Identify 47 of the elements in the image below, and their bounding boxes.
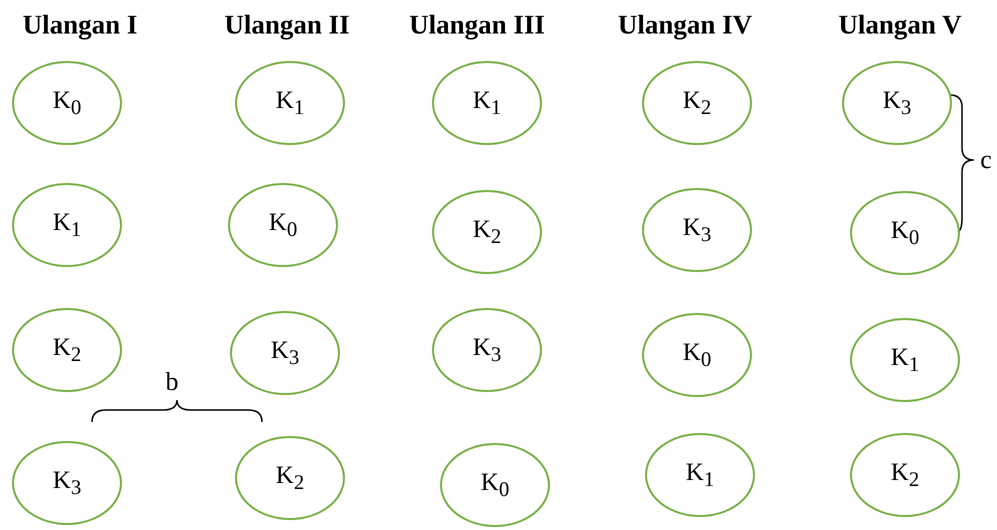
column-heading: Ulangan II [224,10,350,40]
plot-circle [850,191,960,275]
plot-circle [432,308,542,392]
treatment-label: K$_{1}$ [890,344,920,376]
treatment-label: K$_{0}$ [890,216,920,250]
treatment-label: K$_{2}$ [682,86,712,120]
plot-circle [228,183,338,267]
plot-circle [642,188,752,272]
plot-circle [645,433,755,517]
column-heading: Ulangan IV [618,10,752,40]
bracket-label: b [166,367,178,397]
treatment-label: K$_{0}$ [480,468,510,502]
treatment-label: K$_{1}$ [686,458,714,492]
treatment-label: K$_{1}$ [472,86,502,120]
treatment-label: K$_{3}$ [472,334,502,366]
treatment-label: K$_{0}$ [52,86,82,120]
treatment-label: K$_{1}$ [276,86,304,120]
plot-circle [432,190,542,274]
plot-circle [12,61,122,145]
column-heading: Ulangan V [838,10,962,40]
treatment-label: K$_{3}$ [270,336,300,370]
treatment-label: K$_{3}$ [52,466,82,500]
plot-circle [12,183,122,267]
treatment-label: K$_{2}$ [472,216,502,248]
treatment-label: K$_{3}$ [682,214,712,246]
column-heading: Ulangan III [409,10,545,40]
plot-circle [235,61,345,145]
plot-circle [12,308,122,392]
plot-circle [235,436,345,520]
plot-circle [642,61,752,145]
treatment-label: K$_{2}$ [276,462,304,494]
plot-circle [12,441,122,525]
treatment-label: K$_{1}$ [52,208,82,242]
treatment-label: K$_{0}$ [268,208,298,242]
plot-circle [842,61,952,145]
column-heading: Ulangan I [22,10,138,40]
treatment-label: K$_{0}$ [682,338,712,372]
plot-circle [850,318,960,402]
treatment-label: K$_{2}$ [890,458,920,492]
plot-circle [850,433,960,517]
treatment-label: K$_{3}$ [882,86,912,120]
plot-circle [432,61,542,145]
plot-circle [642,313,752,397]
bracket-label: c [980,145,992,175]
plot-circle [440,443,550,527]
plot-circle [230,311,340,395]
treatment-label: K$_{2}$ [52,334,82,366]
